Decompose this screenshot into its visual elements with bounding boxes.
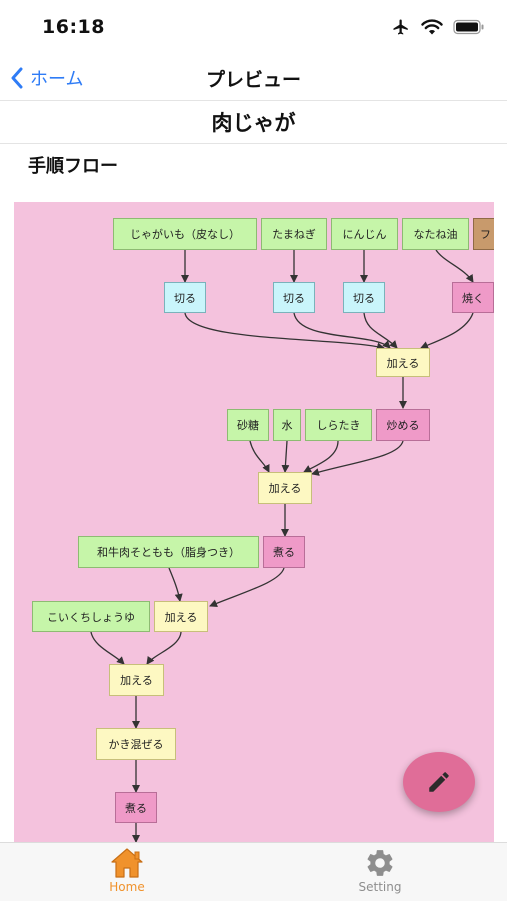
edge: [293, 312, 391, 349]
edge: [209, 567, 285, 608]
airplane-icon: [393, 19, 408, 35]
step-node-simmer[interactable]: 煮る: [263, 536, 305, 568]
edge: [184, 312, 385, 351]
step-node-cut[interactable]: 切る: [343, 282, 385, 313]
ingredient-node[interactable]: フ: [473, 218, 494, 250]
ingredient-node[interactable]: たまねぎ: [261, 218, 327, 250]
step-node-simmer[interactable]: 煮る: [115, 792, 157, 823]
tab-setting-label: Setting: [358, 880, 402, 894]
step-node-cut[interactable]: 切る: [164, 282, 206, 313]
gear-icon: [367, 850, 393, 876]
step-node-add[interactable]: 加える: [258, 472, 312, 504]
back-button-label: ホーム: [30, 69, 84, 90]
recipe-title: 肉じゃが: [211, 111, 296, 135]
edge: [168, 567, 183, 602]
step-node-add[interactable]: 加える: [154, 601, 208, 632]
tab-bar: Home Setting: [0, 842, 507, 901]
status-bar: 16:18: [0, 0, 507, 56]
flow-edges: [90, 249, 474, 842]
tab-home[interactable]: Home: [67, 847, 187, 894]
page-title: プレビュー: [205, 69, 301, 91]
wifi-icon: [421, 19, 443, 35]
home-icon: [111, 848, 143, 878]
status-icons: [391, 18, 485, 36]
ingredient-node[interactable]: 砂糖: [227, 409, 269, 441]
recipe-title-bar: 肉じゃが: [0, 100, 507, 144]
edge: [435, 249, 474, 283]
step-node-fry[interactable]: 炒める: [376, 409, 430, 441]
edge: [303, 440, 339, 473]
flow-diagram[interactable]: じゃがいも（皮なし） たまねぎ にんじん なたね油 フ 切る 切る 切る 焼く …: [14, 202, 494, 842]
step-node-grill[interactable]: 焼く: [452, 282, 494, 313]
ingredient-node[interactable]: こいくちしょうゆ: [32, 601, 150, 632]
tab-home-label: Home: [109, 880, 145, 894]
edge: [146, 631, 182, 665]
step-node-add[interactable]: 加える: [109, 664, 164, 696]
step-node-mix[interactable]: かき混ぜる: [96, 728, 176, 760]
status-time: 16:18: [42, 16, 105, 38]
edge: [311, 440, 404, 476]
edge: [90, 631, 125, 665]
tab-setting[interactable]: Setting: [320, 847, 440, 894]
ingredient-node[interactable]: じゃがいも（皮なし）: [113, 218, 257, 250]
ingredient-node[interactable]: なたね油: [402, 218, 469, 250]
chevron-left-icon: [11, 67, 23, 89]
step-node-add[interactable]: 加える: [376, 348, 430, 377]
section-heading: 手順フロー: [28, 156, 118, 177]
ingredient-node[interactable]: にんじん: [331, 218, 398, 250]
battery-icon: [453, 19, 484, 35]
edit-button[interactable]: [403, 752, 475, 812]
edge: [281, 440, 290, 473]
navigation-bar: ホーム プレビュー: [0, 56, 507, 100]
edge: [363, 312, 398, 349]
step-node-cut[interactable]: 切る: [273, 282, 315, 313]
edge: [420, 312, 474, 349]
ingredient-node[interactable]: 和牛肉そともも（脂身つき）: [78, 536, 259, 568]
ingredient-node[interactable]: しらたき: [305, 409, 372, 441]
back-button[interactable]: ホーム: [10, 62, 83, 94]
edge: [249, 440, 270, 473]
pencil-icon: [429, 772, 449, 792]
ingredient-node[interactable]: 水: [273, 409, 301, 441]
